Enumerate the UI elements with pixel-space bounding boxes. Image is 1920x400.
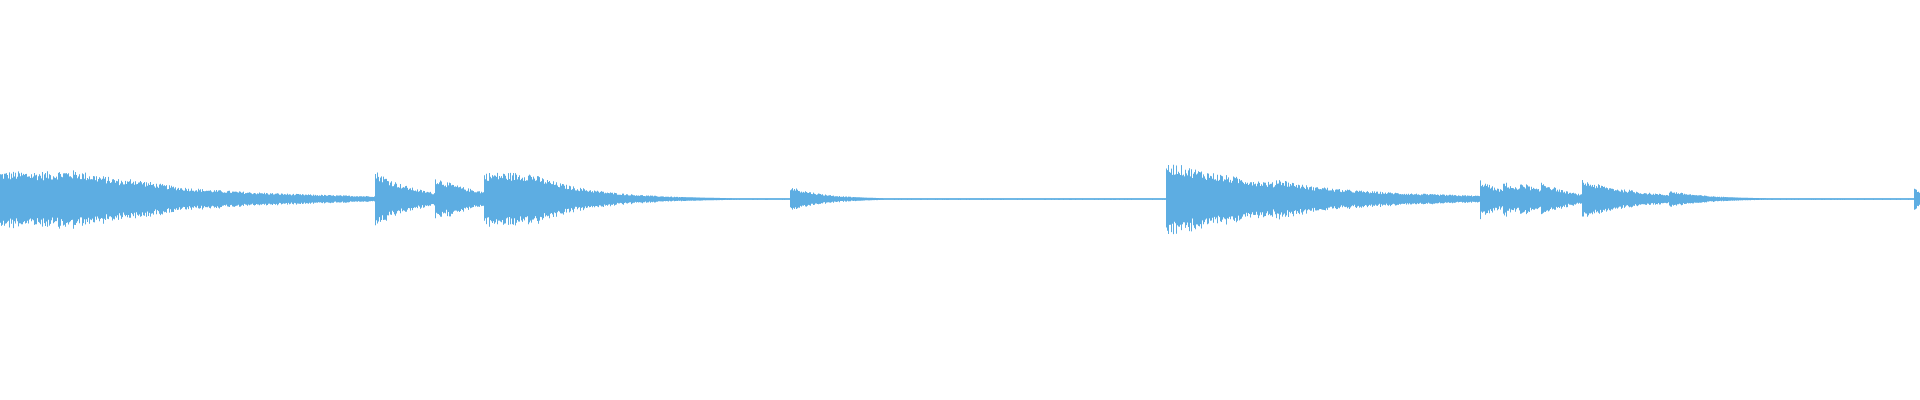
waveform-peaks xyxy=(0,164,1920,235)
